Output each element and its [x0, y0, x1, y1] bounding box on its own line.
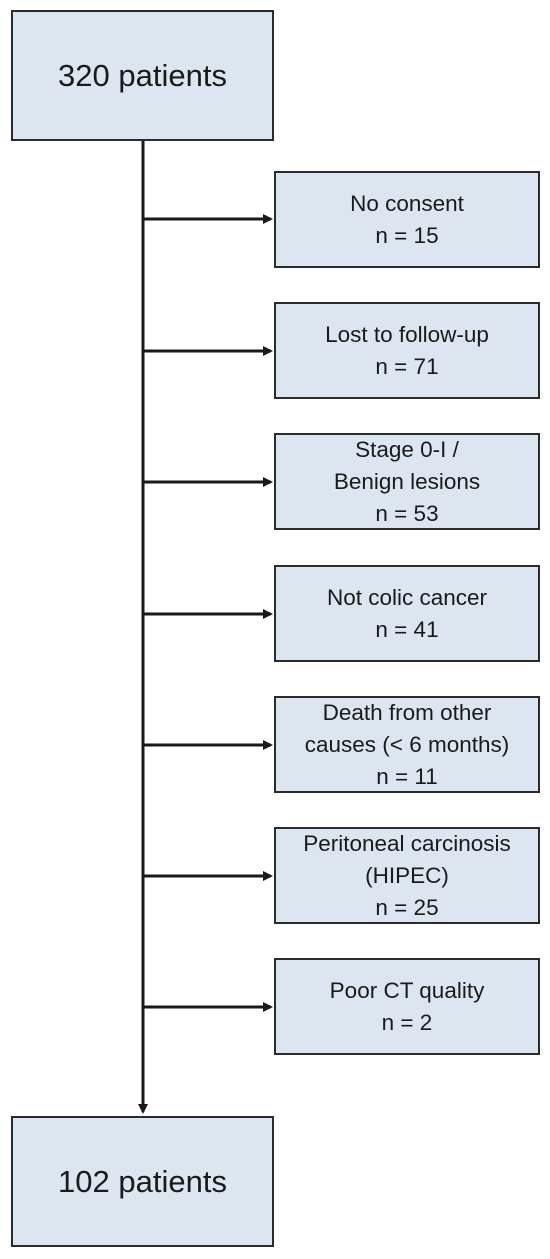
end-box-label: 102 patients	[58, 1163, 227, 1199]
exclusion-reason: Benign lesions	[333, 468, 481, 494]
exclusion-count: n = 53	[375, 500, 439, 526]
exclusion-box-lost-to-follow-up: Lost to follow-up n = 71	[274, 302, 540, 399]
start-box-label: 320 patients	[58, 57, 227, 93]
exclusion-reason: Stage 0-I /	[355, 436, 459, 462]
exclusion-reason: Not colic cancer	[326, 584, 488, 610]
exclusion-count: n = 41	[375, 616, 439, 642]
start-box: 320 patients	[11, 10, 274, 141]
exclusion-reason: No consent	[350, 190, 464, 216]
exclusion-box-death-other-causes: Death from other causes (< 6 months) n =…	[274, 696, 540, 793]
exclusion-count: n = 2	[381, 1009, 433, 1035]
exclusion-reason: (HIPEC)	[365, 862, 449, 888]
exclusion-box-poor-ct-quality: Poor CT quality n = 2	[274, 958, 540, 1055]
exclusion-count: n = 15	[375, 222, 439, 248]
exclusion-box-no-consent: No consent n = 15	[274, 171, 540, 268]
exclusion-count: n = 11	[376, 763, 438, 789]
exclusion-reason: causes (< 6 months)	[304, 731, 510, 757]
exclusion-reason: Death from other	[322, 699, 492, 725]
exclusion-count: n = 71	[375, 353, 439, 379]
exclusion-box-stage-benign: Stage 0-I / Benign lesions n = 53	[274, 433, 540, 530]
end-box: 102 patients	[11, 1116, 274, 1247]
exclusion-reason: Poor CT quality	[329, 977, 485, 1003]
exclusion-reason: Peritoneal carcinosis	[303, 830, 511, 856]
exclusion-box-peritoneal-carcinosis: Peritoneal carcinosis (HIPEC) n = 25	[274, 827, 540, 924]
exclusion-count: n = 25	[375, 894, 439, 920]
exclusion-box-not-colic-cancer: Not colic cancer n = 41	[274, 565, 540, 662]
exclusion-reason: Lost to follow-up	[325, 321, 489, 347]
